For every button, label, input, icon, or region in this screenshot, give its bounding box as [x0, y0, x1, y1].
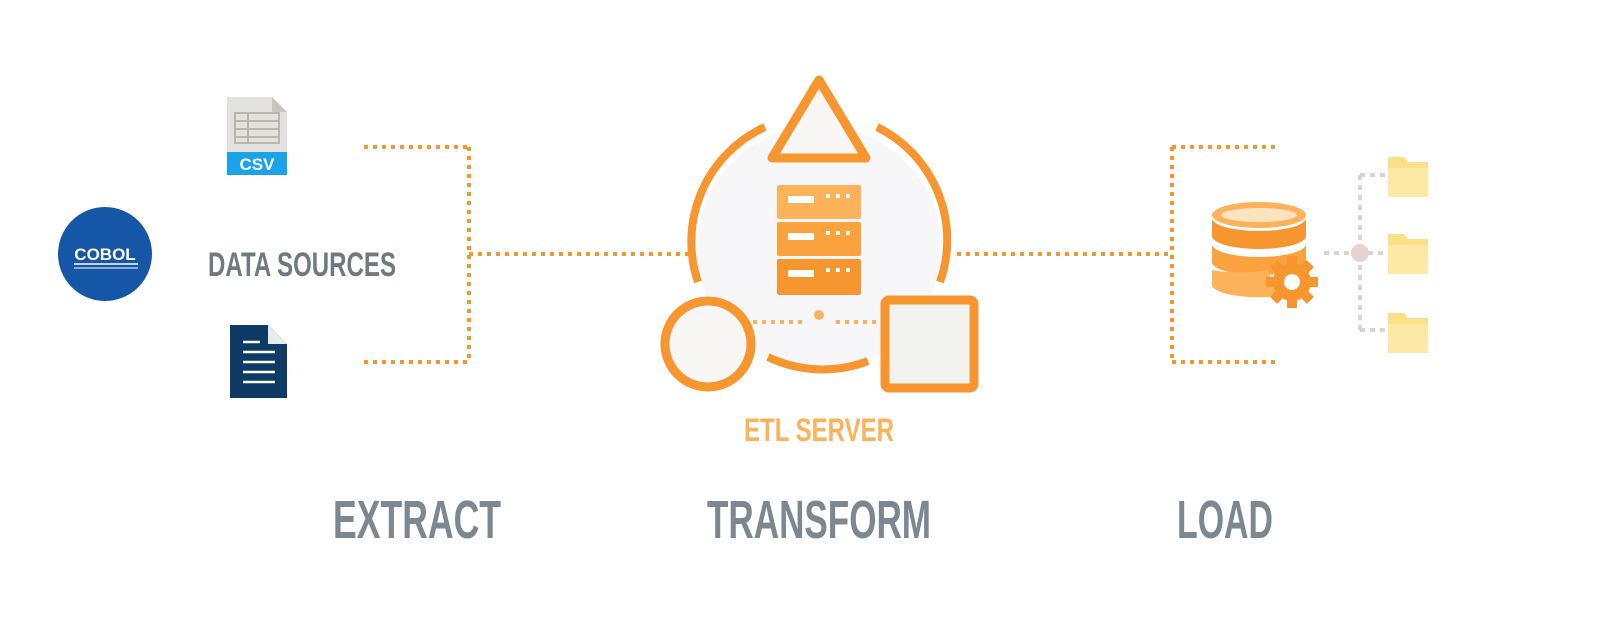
etl-server-graphic: [660, 75, 979, 393]
csv-badge-text: CSV: [240, 155, 276, 174]
server-rack-icon: [777, 185, 861, 295]
square-shape: [880, 295, 979, 393]
folder-icon: [1388, 234, 1428, 274]
stage-label-load: LOAD: [1177, 490, 1273, 550]
folder-icon: [1388, 157, 1428, 197]
extract-connector: [364, 145, 688, 364]
folder-tree-lines: [1324, 173, 1386, 332]
data-sources-label: DATA SOURCES: [208, 246, 396, 284]
cobol-logo-text: COBOL: [74, 245, 135, 264]
csv-file-icon: CSV: [227, 97, 287, 175]
circle-shape: [660, 296, 756, 392]
database-gear-icon: [1212, 202, 1318, 308]
cobol-logo: COBOL: [58, 207, 152, 301]
folder-icon: [1388, 313, 1428, 353]
stage-label-transform: TRANSFORM: [707, 490, 931, 550]
etl-server-label: ETL SERVER: [744, 412, 894, 448]
stage-label-extract: EXTRACT: [333, 490, 501, 550]
document-icon: [230, 325, 287, 398]
triangle-shape: [767, 75, 871, 163]
